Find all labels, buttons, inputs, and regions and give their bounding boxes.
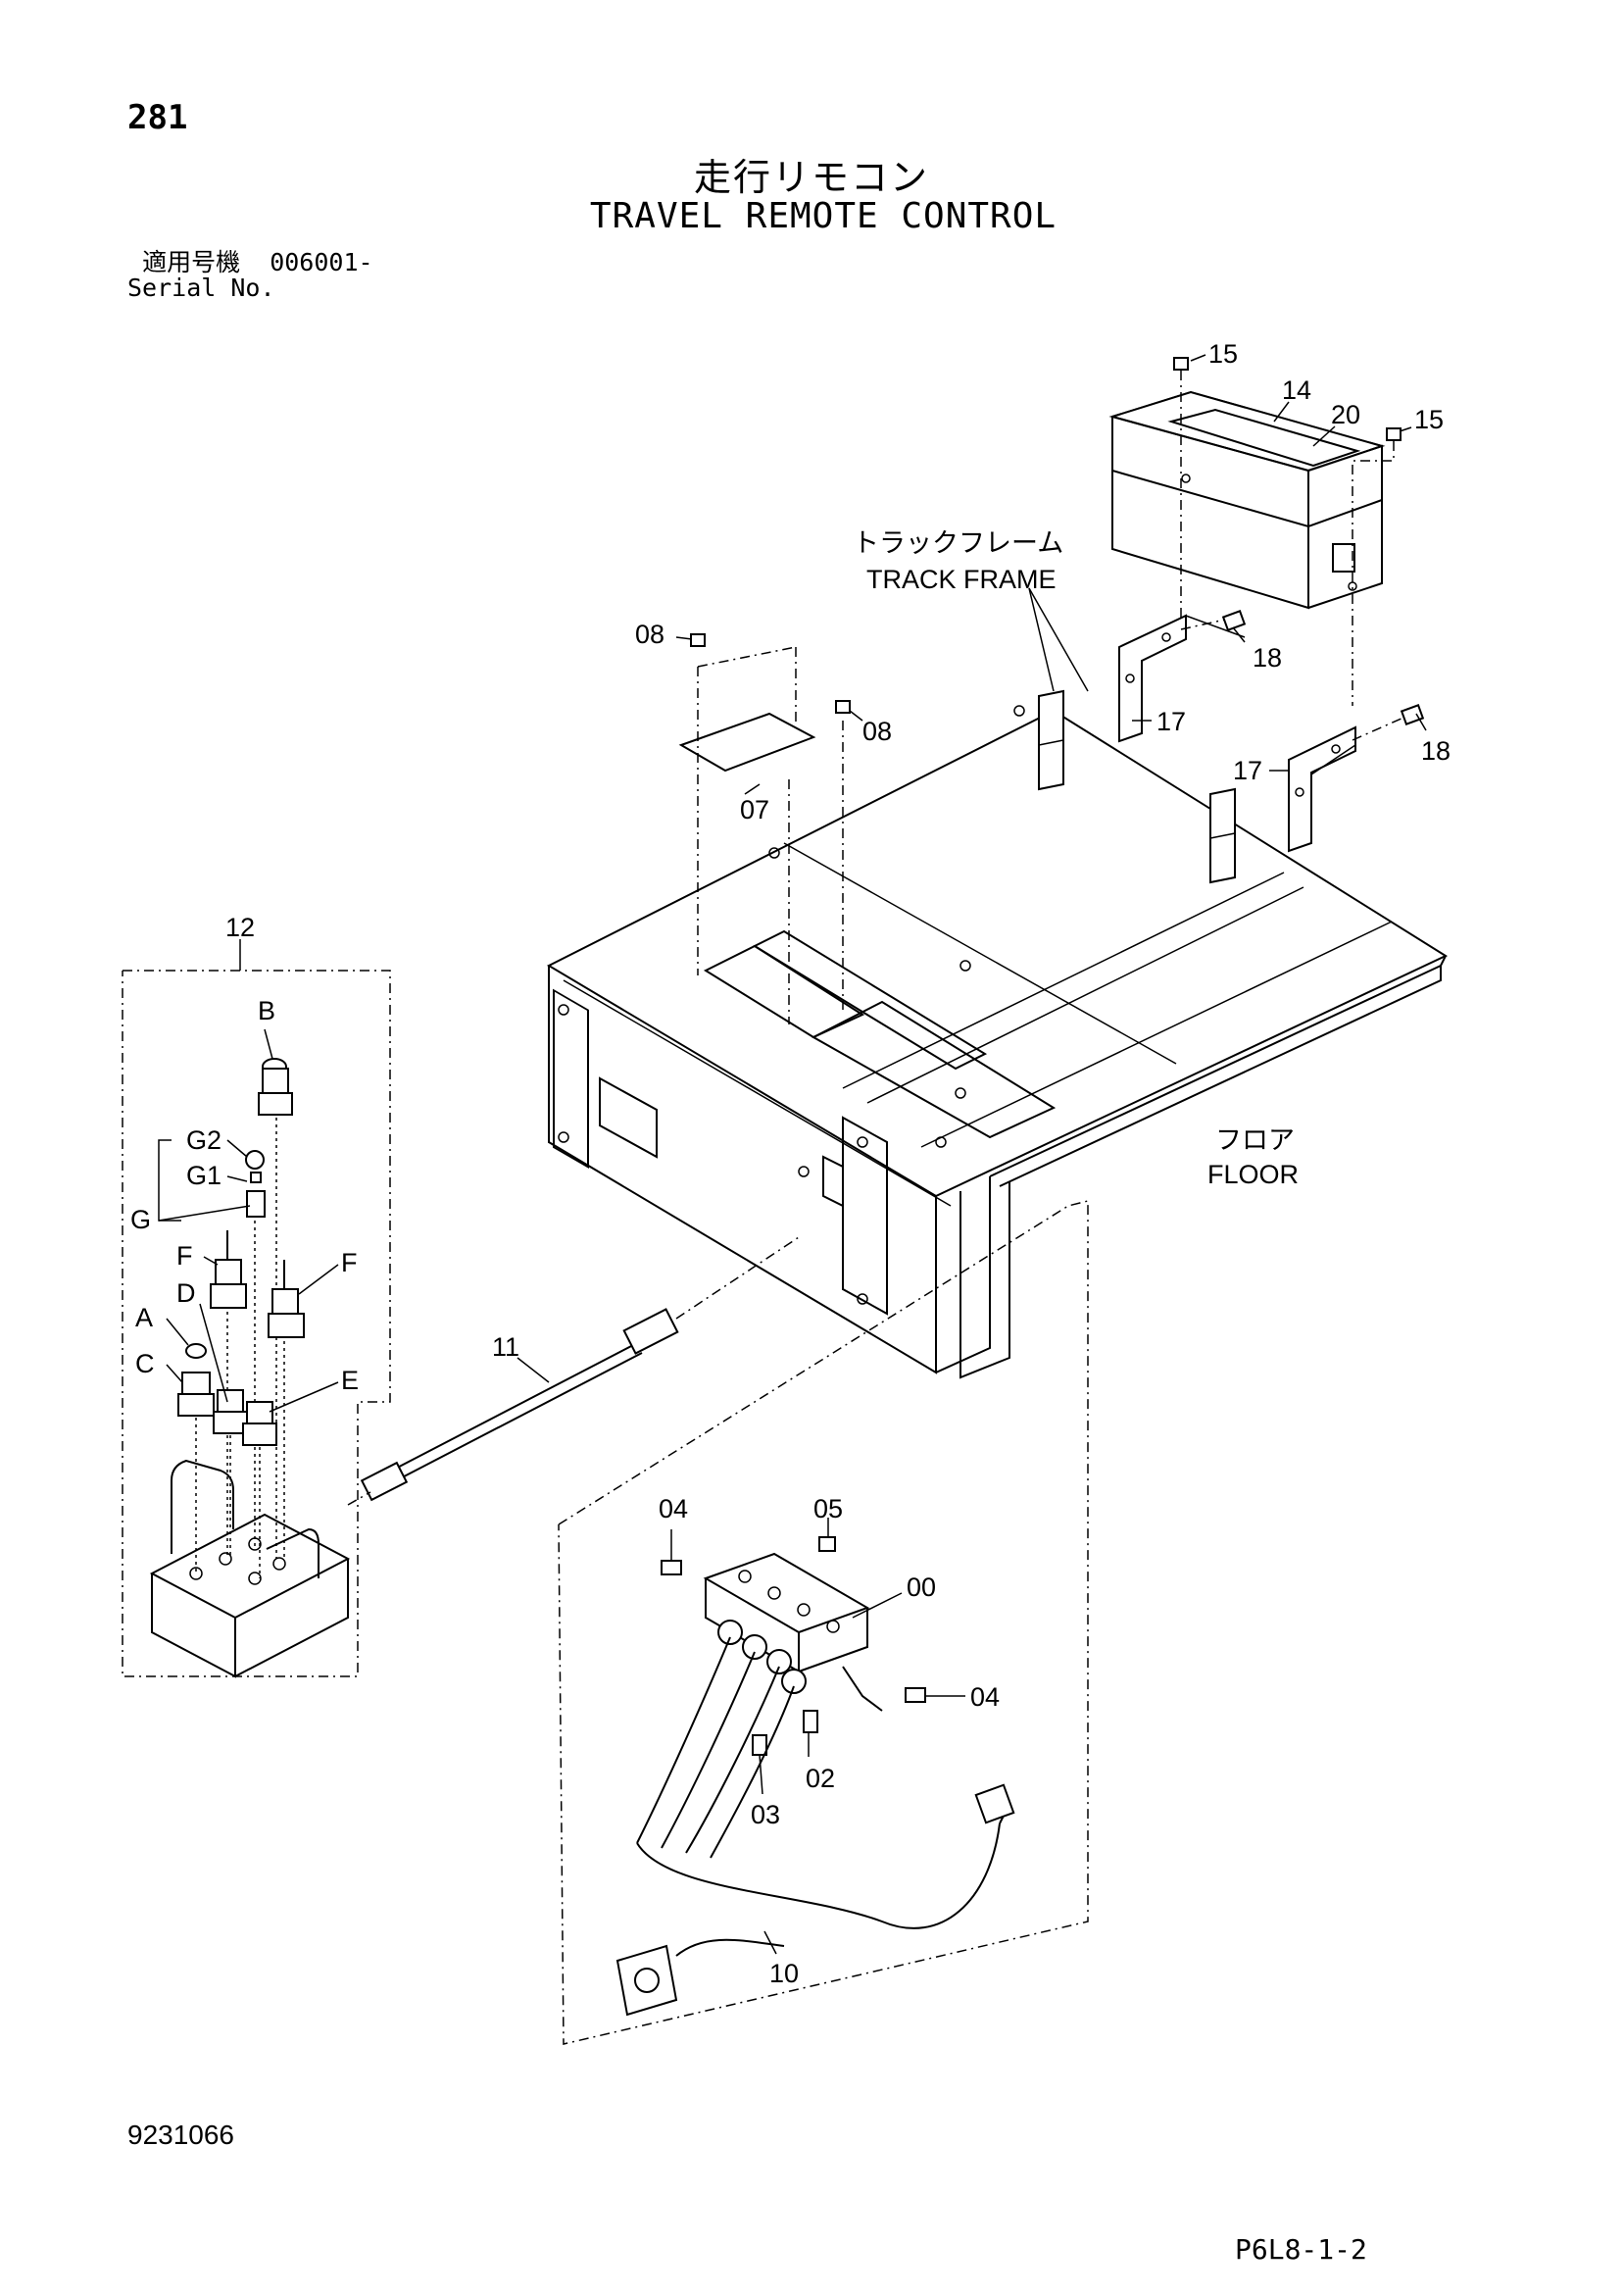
fitting-04-right (905, 1687, 926, 1703)
label-floor-en: FLOOR (1207, 1160, 1299, 1189)
callout-d: D (176, 1278, 196, 1308)
control-box (1108, 390, 1386, 610)
serial-info: 適用号機 006001- Serial No. (127, 250, 373, 301)
callout-f-left: F (176, 1241, 193, 1271)
serial-label-en: Serial No. (127, 274, 275, 302)
switch-e (242, 1401, 277, 1578)
harness-route-outline (558, 1200, 1089, 2045)
fitting-04-left (661, 1560, 682, 1575)
callout-08-right: 08 (862, 717, 892, 746)
page-code: P6L8-1-2 (1235, 2233, 1367, 2266)
callout-20: 20 (1331, 400, 1360, 429)
callout-g2: G2 (186, 1125, 221, 1155)
bolt-15-right (1352, 427, 1402, 706)
callout-02: 02 (806, 1764, 835, 1793)
serial-row-jp: 適用号機 006001- (127, 248, 373, 276)
callout-17-lower: 17 (1233, 756, 1262, 785)
callout-03: 03 (751, 1800, 780, 1829)
callout-c: C (135, 1349, 155, 1378)
callout-04-left: 04 (659, 1494, 688, 1523)
callout-g1: G1 (186, 1161, 221, 1190)
callout-14: 14 (1282, 375, 1311, 405)
diagram-labels: トラックフレーム TRACK FRAME フロア FLOOR 15 14 20 … (130, 339, 1451, 1988)
callout-17-upper: 17 (1156, 707, 1186, 736)
switch-f-right (268, 1260, 305, 1559)
callout-04-right: 04 (970, 1682, 1000, 1712)
leader-lines (158, 354, 1427, 1955)
label-floor-jp: フロア (1215, 1125, 1295, 1155)
callout-08-left: 08 (635, 620, 664, 649)
bolt-08-left (690, 633, 706, 647)
callout-g: G (130, 1205, 151, 1234)
switch-d (213, 1389, 248, 1559)
track-frame-post-right (1209, 787, 1236, 884)
leader-track-frame-2 (1028, 587, 1089, 692)
bracket-17-lower (1288, 704, 1425, 853)
callout-18-upper: 18 (1253, 643, 1282, 673)
callout-12: 12 (225, 913, 255, 942)
wire-harness-10 (615, 1636, 1015, 2017)
callout-15-top: 15 (1208, 339, 1238, 369)
callout-05: 05 (813, 1494, 843, 1523)
callout-e: E (341, 1366, 359, 1395)
title-japanese: 走行リモコン (693, 156, 929, 199)
serial-value: 006001- (270, 248, 373, 276)
fitting-03 (752, 1734, 767, 1756)
callout-b: B (258, 996, 275, 1025)
document-number: 9231066 (127, 2120, 235, 2150)
callout-18-lower: 18 (1421, 736, 1451, 766)
fitting-05 (818, 1536, 836, 1552)
label-track-frame-en: TRACK FRAME (866, 565, 1057, 594)
track-frame-post-left (1038, 689, 1064, 791)
bolt-08-right (835, 700, 851, 714)
label-track-frame-jp: トラックフレーム (853, 528, 1063, 558)
callout-a: A (135, 1303, 153, 1332)
switch-f-left (210, 1230, 247, 1559)
callout-f-right: F (341, 1248, 358, 1277)
remote-control-assembly (122, 970, 391, 1678)
valve-block-00 (703, 1552, 883, 1712)
callout-07: 07 (740, 795, 769, 824)
callout-11: 11 (492, 1332, 519, 1362)
bolt-15-top (1173, 357, 1189, 627)
callout-10: 10 (769, 1959, 799, 1988)
bolt-02 (803, 1710, 818, 1733)
switch-c (177, 1343, 215, 1573)
switch-g (245, 1150, 266, 1549)
title-english: TRAVEL REMOTE CONTROL (589, 196, 1057, 236)
cover-plate-07 (678, 646, 844, 1024)
page-number: 281 (127, 98, 188, 137)
callout-00: 00 (907, 1572, 936, 1602)
callout-15-right: 15 (1414, 405, 1444, 434)
serial-label-jp: 適用号機 (142, 248, 241, 276)
leader-track-frame-1 (1028, 587, 1055, 692)
cable-11 (347, 1236, 800, 1506)
